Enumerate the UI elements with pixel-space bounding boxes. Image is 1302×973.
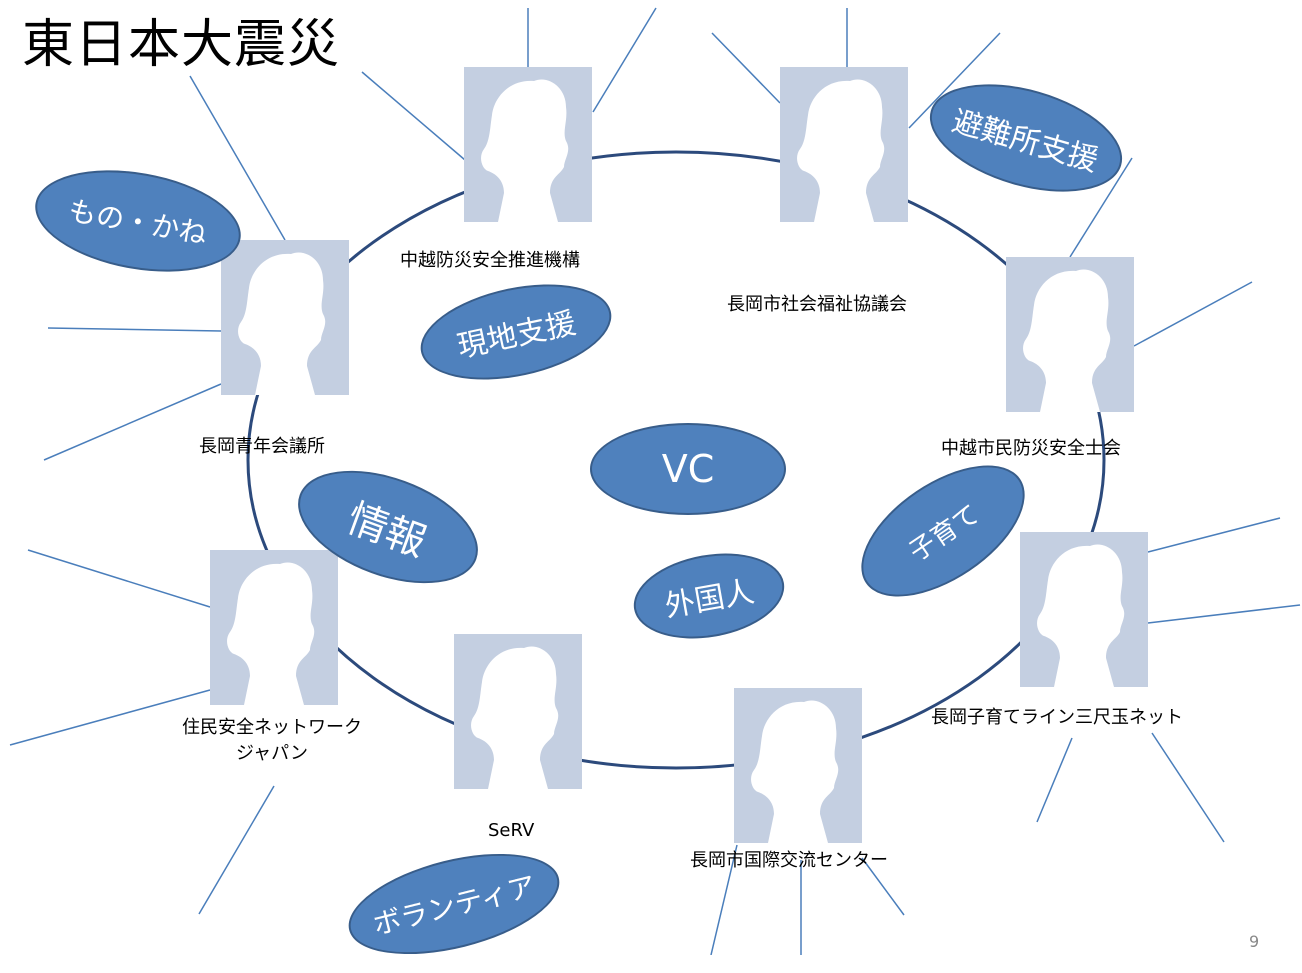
org-label-kokusai: 長岡市国際交流センター — [690, 850, 888, 871]
person-silhouette-icon — [1037, 544, 1125, 687]
person-serv — [454, 634, 582, 789]
person-jumin-anzen — [210, 550, 338, 705]
org-label-nagaoka-shakyo: 長岡市社会福祉協議会 — [727, 294, 907, 315]
person-silhouette-icon — [1023, 269, 1111, 412]
person-chuetsu-bosai — [464, 67, 592, 222]
org-label-shimin-bosai: 中越市民防災安全士会 — [941, 438, 1121, 459]
person-kosodate-line — [1020, 532, 1148, 687]
person-silhouette-icon — [227, 562, 315, 705]
network-ring — [246, 150, 1106, 770]
person-silhouette-icon — [751, 700, 839, 843]
person-silhouette-icon — [471, 646, 559, 789]
person-silhouette-icon — [481, 79, 569, 222]
org-label-jumin-anzen: 住民安全ネットワーク ジャパン — [182, 717, 362, 764]
person-nagaoka-shakyo — [780, 67, 908, 222]
person-shimin-bosai — [1006, 257, 1134, 412]
person-seinen-kaigisho — [221, 240, 349, 395]
spokes — [9, 7, 1301, 955]
org-label-serv: SeRV — [488, 820, 535, 841]
org-label-chuetsu-bosai: 中越防災安全推進機構 — [400, 250, 580, 271]
org-label-kosodate-line: 長岡子育てライン三尺玉ネット — [931, 707, 1183, 728]
page-title: 東日本大震災 — [22, 15, 341, 75]
org-label-seinen-kaigisho: 長岡青年会議所 — [199, 436, 325, 457]
person-kokusai — [734, 688, 862, 843]
person-silhouette-icon — [238, 252, 326, 395]
page-number: 9 — [1249, 932, 1260, 951]
center-bubble-vc: VC — [590, 423, 786, 515]
person-silhouette-icon — [797, 79, 885, 222]
